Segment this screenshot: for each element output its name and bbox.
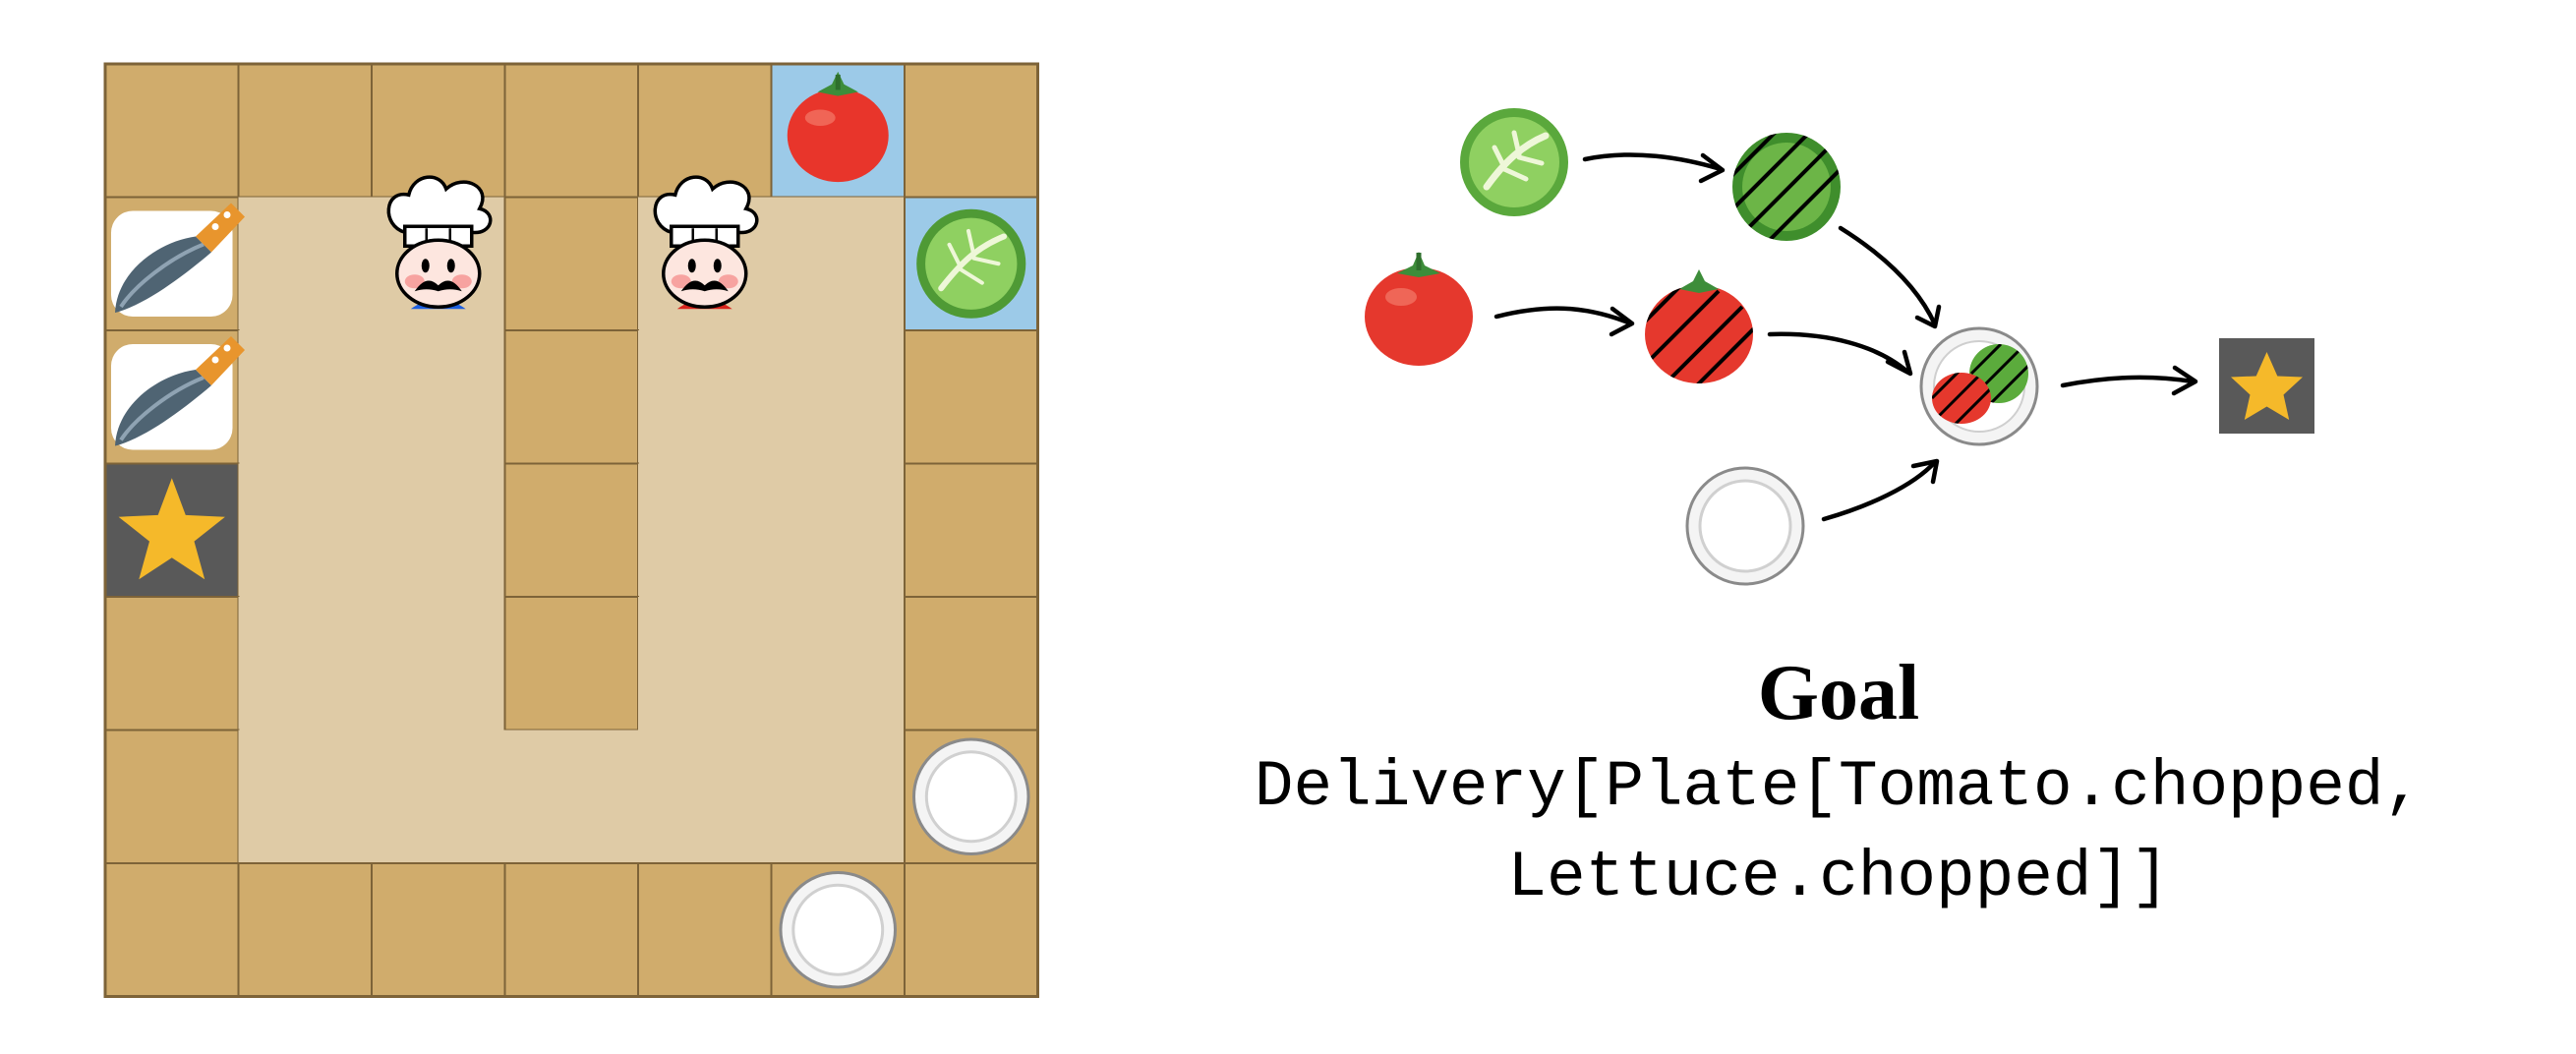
tile-floor <box>372 330 505 464</box>
tile-counter <box>503 862 639 998</box>
tile-floor <box>771 330 905 464</box>
arrow-tomato-to-chopped <box>1493 306 1631 325</box>
chopped-lettuce-icon <box>1732 133 1841 241</box>
tile-counter <box>503 63 639 199</box>
tile-floor <box>771 197 905 330</box>
tile-floor <box>638 330 772 464</box>
arrow-chopped-lettuce-to-salad <box>1838 225 1938 327</box>
tomato-item <box>787 71 889 183</box>
goal-expression-line-2: Lettuce.chopped]] <box>1507 841 2170 914</box>
chopped-tomato-icon <box>1645 269 1753 383</box>
tile-counter <box>371 862 506 998</box>
tile-floor <box>771 597 905 731</box>
goal-block: Goal Delivery[Plate[Tomato.chopped, Lett… <box>1141 644 2537 923</box>
tile-floor <box>238 330 372 464</box>
delivery-star-icon <box>2219 338 2314 434</box>
star-item <box>118 478 225 580</box>
goal-title: Goal <box>1757 650 1920 736</box>
tile-floor <box>771 730 905 863</box>
tile-counter <box>904 596 1039 732</box>
tile-floor <box>638 597 772 731</box>
arrow-plate-to-salad <box>1821 459 1938 522</box>
tile-counter <box>503 329 639 465</box>
plate-icon <box>1685 466 1805 586</box>
arrow-chopped-tomato-to-salad <box>1767 331 1910 375</box>
tile-counter <box>904 329 1039 465</box>
tile-counter <box>237 63 373 199</box>
arrow-salad-to-delivery <box>2060 375 2195 388</box>
knife-item <box>111 336 245 450</box>
kitchen-border <box>103 62 1039 998</box>
tile-floor <box>638 463 772 597</box>
tile-counter <box>104 63 240 199</box>
arrow-lettuce-to-chopped <box>1582 152 1724 172</box>
tile-floor <box>238 730 372 863</box>
tomato-icon <box>1365 252 1473 366</box>
tile-floor <box>238 197 372 330</box>
plate-item <box>779 870 898 989</box>
plate-item <box>911 737 1030 856</box>
salad-plate-icon <box>1919 326 2039 446</box>
tile-floor <box>238 597 372 731</box>
tile-floor <box>771 463 905 597</box>
tile-floor <box>372 463 505 597</box>
lettuce-item <box>916 208 1026 319</box>
lettuce-icon <box>1460 108 1568 216</box>
chef-agent-1 <box>386 175 493 310</box>
chef-agent-2 <box>653 175 759 310</box>
knife-item <box>111 203 245 317</box>
tile-floor <box>238 463 372 597</box>
goal-expression-line-1: Delivery[Plate[Tomato.chopped, <box>1254 750 2424 824</box>
tile-floor <box>372 730 505 863</box>
tile-floor <box>504 730 638 863</box>
tile-counter <box>237 862 373 998</box>
tile-floor <box>372 597 505 731</box>
tile-floor <box>638 730 772 863</box>
